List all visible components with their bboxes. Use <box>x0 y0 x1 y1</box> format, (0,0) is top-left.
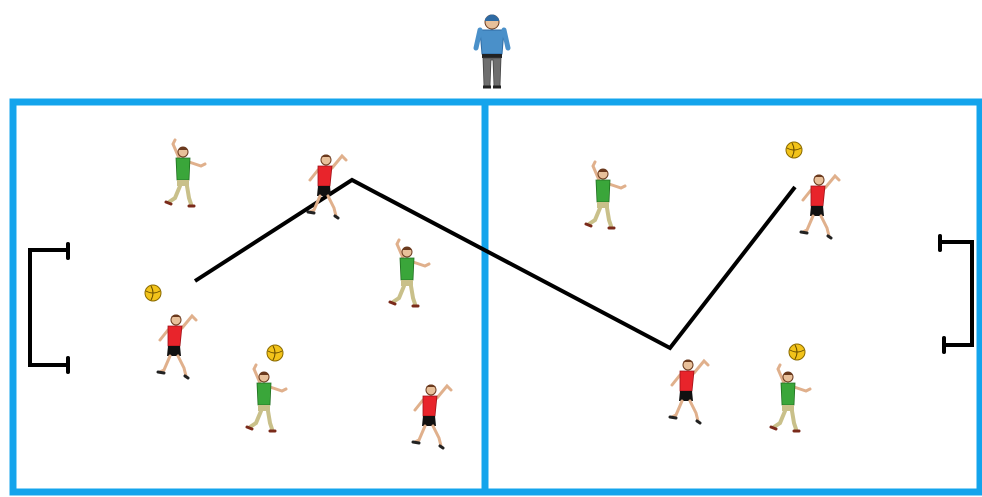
referee-icon <box>476 15 508 88</box>
red-player-icon <box>670 360 708 424</box>
ball-icon <box>786 142 802 158</box>
red-player-icon <box>413 385 451 449</box>
left-goal-icon <box>30 244 68 372</box>
red-player-icon <box>801 175 839 239</box>
green-player-icon <box>771 365 810 431</box>
green-player-icon <box>247 365 286 431</box>
ball-icon <box>145 285 161 301</box>
green-player-icon <box>390 240 429 306</box>
green-player-icon <box>586 162 625 228</box>
right-goal-icon <box>940 236 972 352</box>
ball-icon <box>267 345 283 361</box>
ball-icon <box>789 344 805 360</box>
green-player-icon <box>166 140 205 206</box>
pass-line <box>195 180 795 348</box>
red-player-icon <box>158 315 196 379</box>
